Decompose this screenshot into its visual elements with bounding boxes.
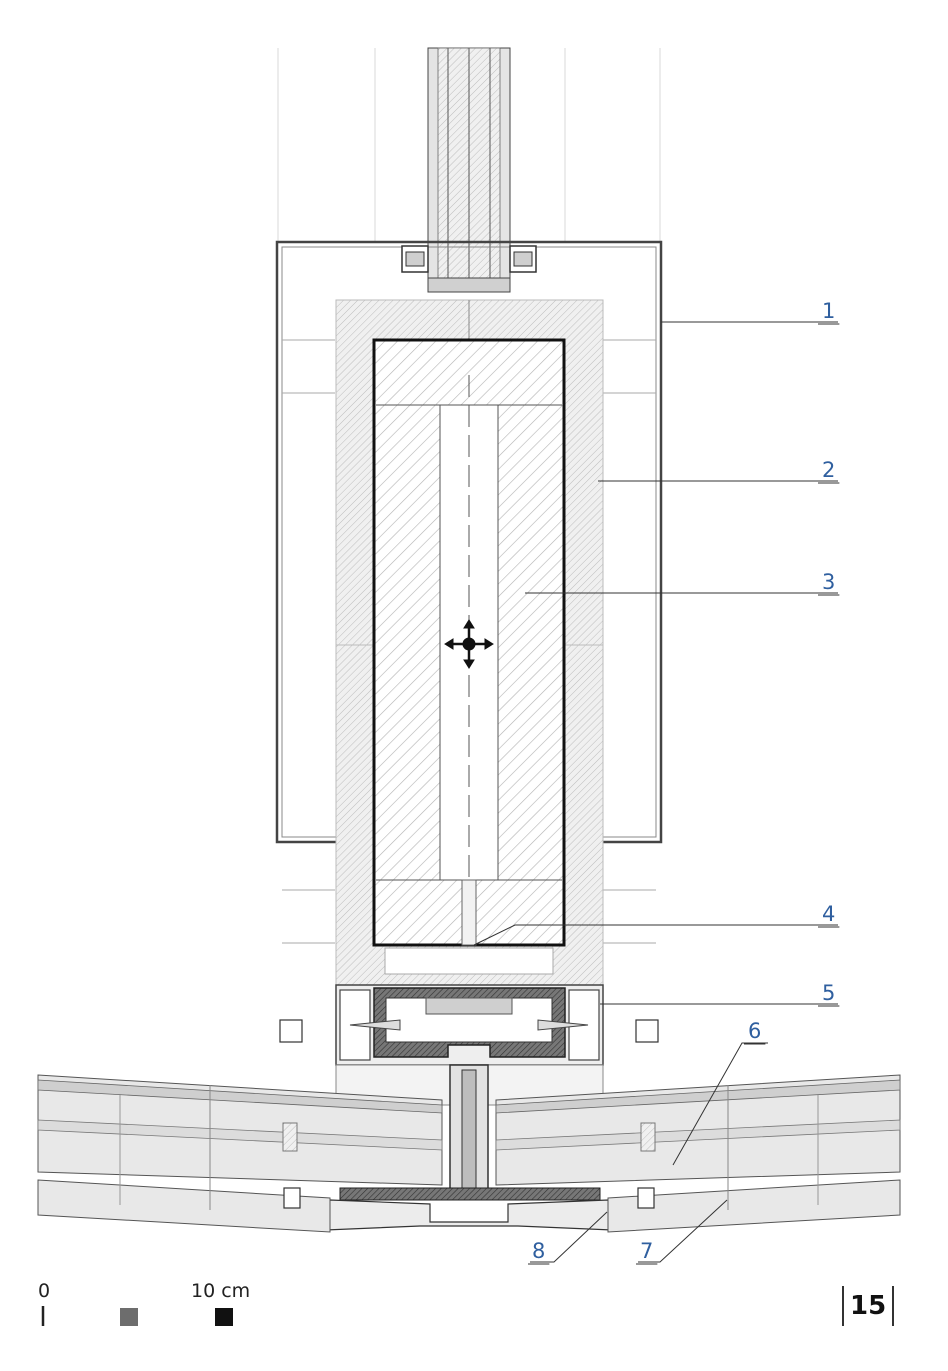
leader-lines xyxy=(473,321,838,1263)
callout-8: 8 xyxy=(532,1239,545,1263)
callout-4: 4 xyxy=(822,902,835,926)
callout-3: 3 xyxy=(822,570,835,594)
scale-start-label: 0 xyxy=(38,1280,51,1302)
callout-1: 1 xyxy=(822,299,835,323)
move-arrows-icon xyxy=(444,619,494,669)
glazing-unit-right xyxy=(495,1074,901,1233)
page-number: 15 xyxy=(842,1286,895,1326)
callout-2: 2 xyxy=(822,458,835,482)
callout-5: 5 xyxy=(822,981,835,1005)
callout-7: 7 xyxy=(640,1239,653,1263)
glazing-unit-left xyxy=(37,1074,443,1233)
reference-lines xyxy=(277,48,661,242)
scale-bar xyxy=(41,1306,233,1326)
mullion-profile xyxy=(279,984,659,1066)
callout-6: 6 xyxy=(748,1019,761,1043)
glass-pane-top xyxy=(427,47,511,293)
scale-end-label: 10 cm xyxy=(191,1280,251,1302)
